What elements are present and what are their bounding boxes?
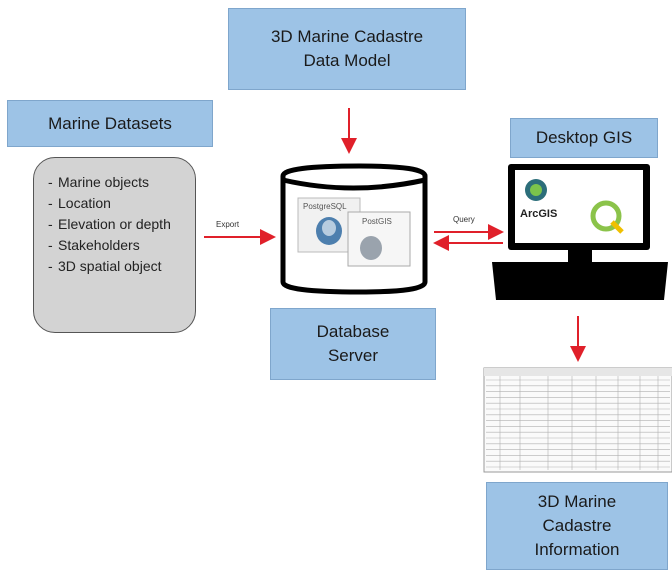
- arcgis-label: ArcGIS: [520, 208, 557, 220]
- postgis-label: PostGIS: [362, 217, 392, 226]
- arcgis-logo: ArcGIS: [520, 179, 557, 220]
- marine-datasets-box: Marine Datasets: [7, 100, 213, 147]
- list-item: 3D spatial object: [48, 256, 185, 277]
- computer-icon: [492, 164, 668, 300]
- postgresql-label: PostgreSQL: [303, 202, 347, 211]
- list-item: Marine objects: [48, 172, 185, 193]
- data-model-box: 3D Marine Cadastre Data Model: [228, 8, 466, 90]
- database-server-box: Database Server: [270, 308, 436, 380]
- data-model-label: 3D Marine Cadastre Data Model: [270, 27, 424, 70]
- qgis-logo: [590, 200, 624, 234]
- database-server-label: Database Server: [316, 322, 390, 365]
- marine-datasets-label: Marine Datasets: [48, 113, 172, 133]
- list-item: Location: [48, 193, 185, 214]
- query-label: Query: [453, 215, 475, 224]
- attribute-table-image: [483, 367, 672, 473]
- export-label: Export: [216, 220, 240, 229]
- list-item: Stakeholders: [48, 235, 185, 256]
- postgis-logo: PostGIS: [347, 211, 411, 267]
- cadastre-info-box: 3D Marine Cadastre Information: [486, 482, 668, 570]
- desktop-gis-label: Desktop GIS: [535, 128, 633, 147]
- database-icon: PostgreSQL PostGIS: [280, 163, 428, 295]
- cadastre-info-label: 3D Marine Cadastre Information: [534, 492, 620, 559]
- marine-datasets-list: Marine objects Location Elevation or dep…: [33, 157, 196, 333]
- list-item: Elevation or depth: [48, 214, 185, 235]
- desktop-gis-box: Desktop GIS: [510, 118, 658, 158]
